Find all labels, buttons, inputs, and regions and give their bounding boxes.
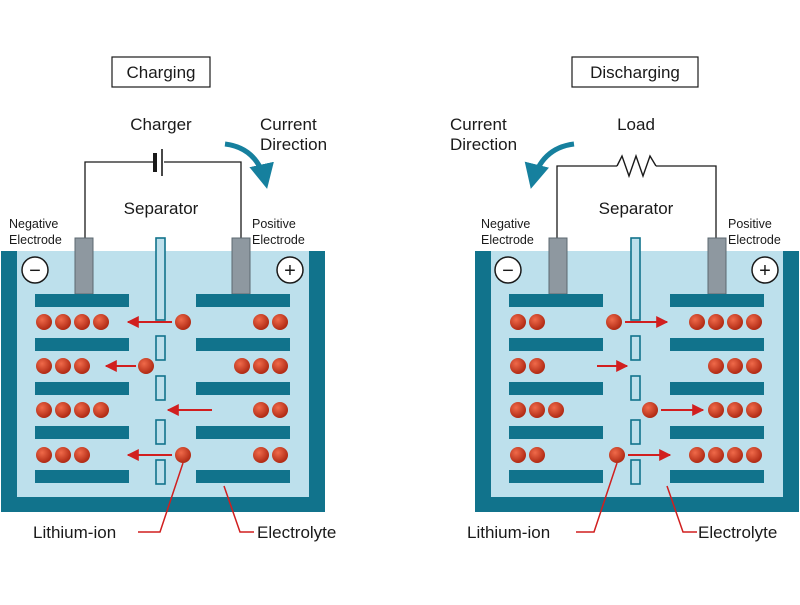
svg-text:+: +	[759, 260, 771, 282]
charging-ion-label: Lithium-ion	[33, 523, 116, 542]
discharging-migrating-ions	[606, 314, 658, 463]
discharging-separator	[630, 237, 641, 485]
discharging-electrolyte-leader	[666, 485, 697, 533]
discharging-separator-label: Separator	[599, 199, 674, 218]
charging-negative-terminal	[74, 237, 94, 295]
charger-label: Charger	[130, 115, 192, 134]
discharging-negative-label-line2: Electrode	[481, 233, 534, 247]
discharging-minus-icon: −	[494, 256, 522, 284]
discharging-negative-terminal	[548, 237, 568, 295]
charging-current-label-line1: Current	[260, 115, 317, 134]
discharging-lithium-ions-negative	[510, 314, 564, 463]
discharging-electrolyte-label: Electrolyte	[698, 523, 777, 542]
charging-wire-right	[164, 161, 242, 240]
charging-electrolyte-leader	[223, 485, 254, 533]
charging-current-label-line2: Direction	[260, 135, 327, 154]
discharging-ion-label: Lithium-ion	[467, 523, 550, 542]
resistor-symbol-icon	[616, 153, 657, 179]
charging-title-box	[111, 56, 211, 88]
discharging-positive-label-line1: Positive	[728, 217, 772, 231]
discharging-current-label-line1: Current	[450, 115, 507, 134]
discharging-wire-right	[656, 165, 717, 240]
discharging-ion-leader	[576, 462, 618, 533]
charging-separator	[155, 237, 166, 485]
discharging-current-label-line2: Direction	[450, 135, 517, 154]
charging-electrolyte-label: Electrolyte	[257, 523, 336, 542]
charging-negative-label-line1: Negative	[9, 217, 58, 231]
battery-symbol-icon	[153, 149, 163, 176]
discharging-negative-label-line1: Negative	[481, 217, 530, 231]
charging-title: Charging	[127, 63, 196, 82]
charging-positive-electrode-plates	[196, 294, 290, 483]
charging-current-arrow-icon	[224, 141, 274, 189]
svg-text:−: −	[502, 260, 514, 282]
charging-separator-label: Separator	[124, 199, 199, 218]
svg-text:+: +	[284, 260, 296, 282]
charging-minus-icon: −	[21, 256, 49, 284]
charging-panel: Charging Charger Current Direction Separ…	[1, 56, 336, 542]
load-label: Load	[617, 115, 655, 134]
discharging-positive-terminal	[707, 237, 727, 295]
charging-wire-left	[84, 161, 153, 240]
discharging-positive-electrode-plates	[670, 294, 764, 483]
discharging-wire-left	[556, 165, 617, 240]
charging-plus-icon: +	[276, 256, 304, 284]
discharging-lithium-ions-positive	[689, 314, 762, 463]
discharging-positive-label-line2: Electrode	[728, 233, 781, 247]
discharging-negative-electrode-plates	[509, 294, 603, 483]
discharging-title-box	[571, 56, 699, 88]
discharging-title: Discharging	[590, 63, 680, 82]
charging-positive-label-line2: Electrode	[252, 233, 305, 247]
charging-lithium-ions-positive	[234, 314, 288, 463]
charging-migrating-ions	[138, 314, 191, 463]
charging-negative-label-line2: Electrode	[9, 233, 62, 247]
charging-ion-leader	[138, 462, 184, 533]
discharging-panel: Discharging Load Current Direction Separ…	[450, 56, 799, 542]
charging-ion-flow-arrows	[104, 316, 212, 461]
discharging-plus-icon: +	[751, 256, 779, 284]
charging-lithium-ions-negative	[36, 314, 109, 463]
charging-positive-label-line1: Positive	[252, 217, 296, 231]
discharging-current-arrow-icon	[524, 141, 575, 189]
discharging-ion-flow-arrows	[597, 316, 705, 461]
charging-negative-electrode-plates	[35, 294, 129, 483]
svg-text:−: −	[29, 260, 41, 282]
charging-positive-terminal	[231, 237, 251, 295]
